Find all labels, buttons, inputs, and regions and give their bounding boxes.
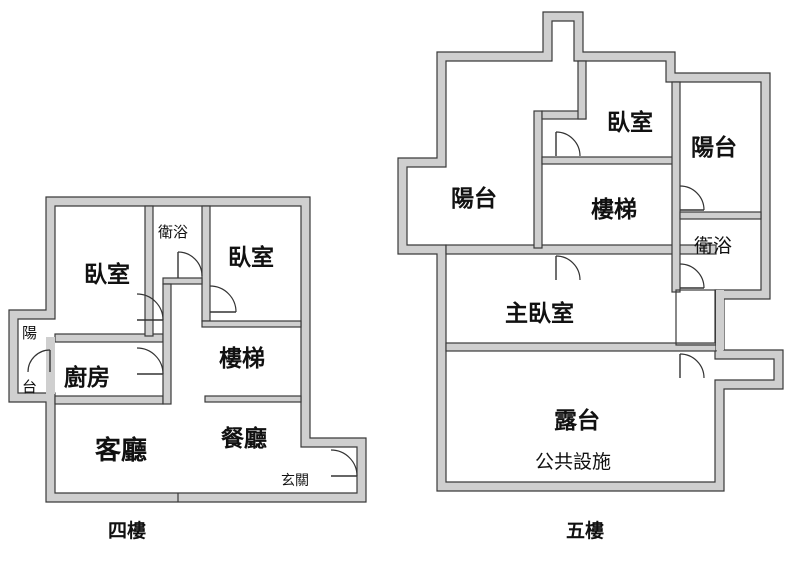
floor5-stairs-label: 樓梯: [591, 196, 637, 223]
floor4-caption: 四樓: [108, 519, 146, 542]
floor4-outer-wall: [9, 197, 366, 502]
floor4-kitchen-label: 廚房: [64, 364, 110, 391]
floor5-master-bedroom-label: 主臥室: [505, 300, 574, 327]
floor5-caption: 五樓: [566, 519, 604, 542]
floor5-public-facilities-label: 公共設施: [535, 451, 611, 473]
floor4-living-room-label: 客廳: [95, 435, 147, 466]
floor4-bathroom-label: 衛浴: [158, 223, 188, 241]
floor4-balcony-bottom-label: 台: [22, 378, 37, 396]
floor5-terrace-label: 露台: [554, 407, 600, 434]
floor5-bedroom-label: 臥室: [607, 109, 653, 136]
floor4-balcony-top-label: 陽: [22, 324, 37, 342]
floor5-doors: [555, 131, 705, 379]
floor4-stairs-label: 樓梯: [219, 345, 265, 372]
floor5-interior-walls: [445, 60, 762, 352]
floor4-bedroom-right-label: 臥室: [228, 244, 274, 271]
floor4-dining-room-label: 餐廳: [221, 425, 267, 452]
floor4-entrance-label: 玄關: [281, 472, 309, 489]
floor5-balcony-left-label: 陽台: [451, 185, 497, 212]
floor4-doors: [27, 251, 358, 477]
floor5-balcony-right-label: 陽台: [691, 134, 737, 161]
floor4-bedroom-left-label: 臥室: [84, 261, 130, 288]
floor5-bathroom-label: 衛浴: [694, 235, 732, 257]
floor5-plan: 臥室 陽台 陽台 樓梯 衛浴 主臥室 露台 公共設施: [397, 11, 784, 492]
floor4-plan: 臥室 衛浴 臥室 陽 台 廚房 樓梯 客廳 餐廳 玄關: [8, 196, 367, 503]
